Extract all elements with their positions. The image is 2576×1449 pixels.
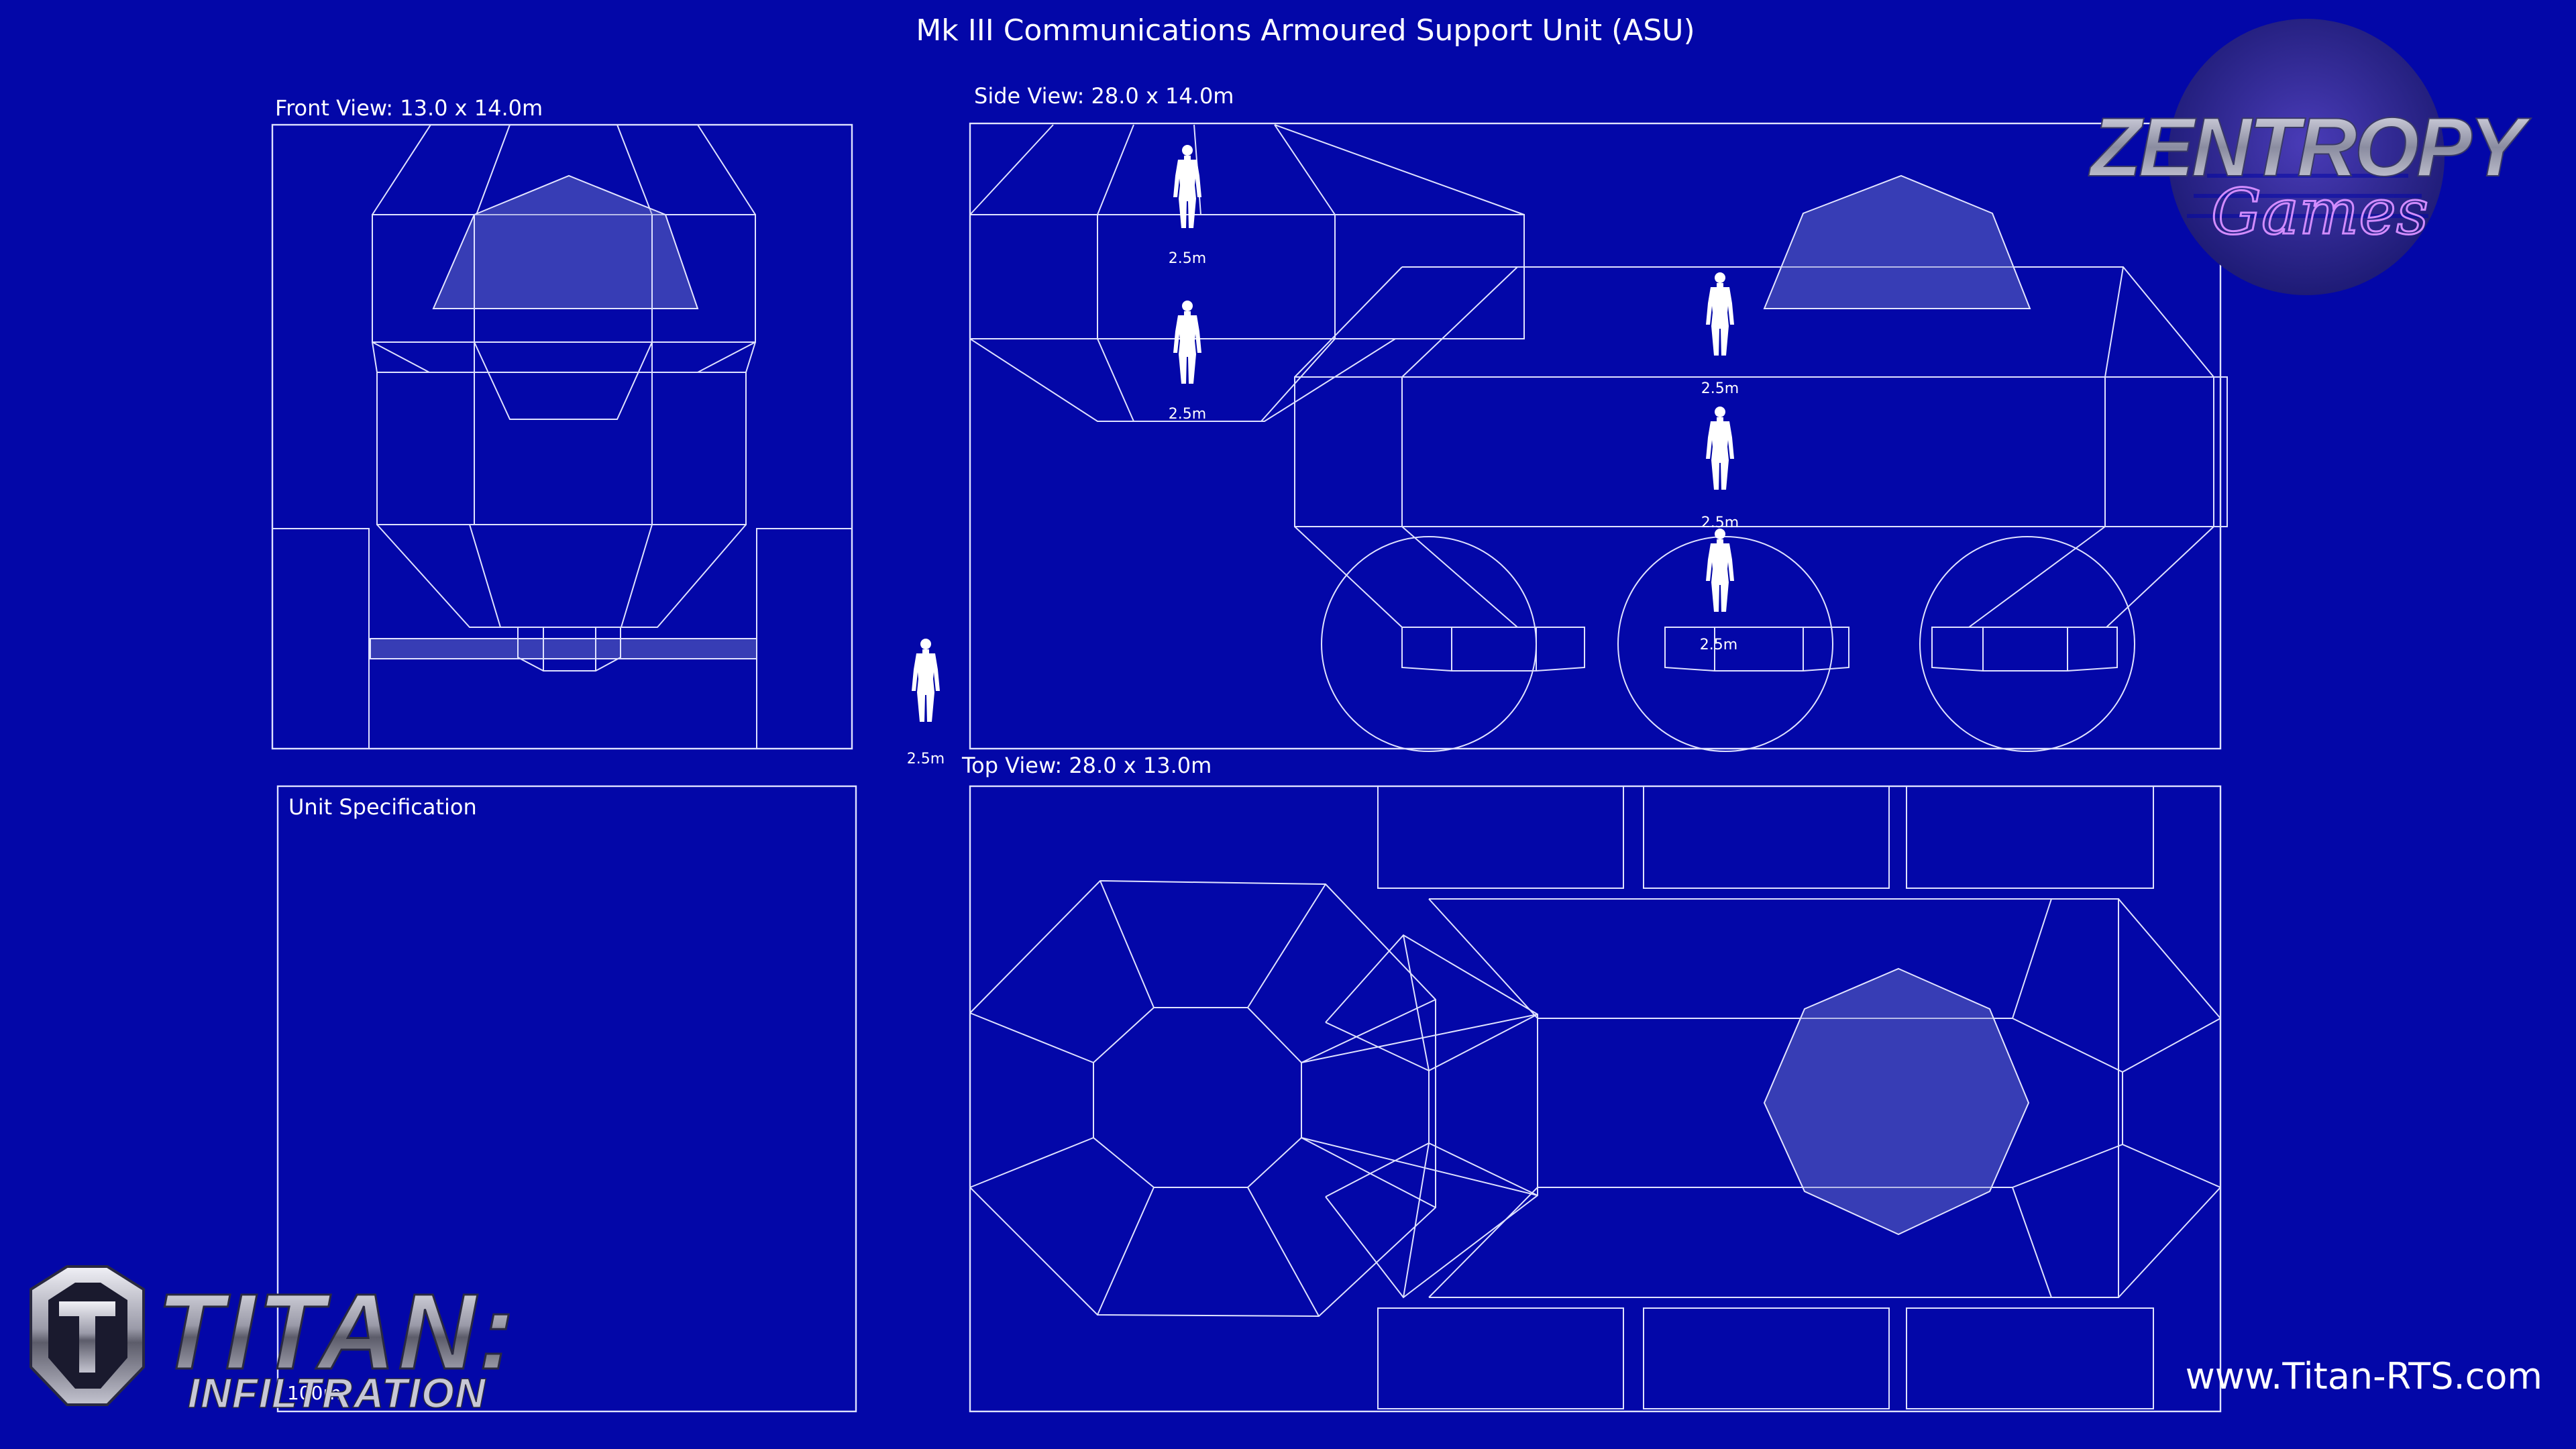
scale-figure: 2.5m	[1700, 529, 1737, 653]
scale-figure: 2.5m	[1169, 301, 1206, 423]
titan-logo-text: TITAN:	[157, 1271, 517, 1391]
titan-shield-icon	[30, 1265, 145, 1406]
scale-figure-label: 2.5m	[1701, 515, 1739, 531]
top-view	[969, 785, 2222, 1413]
scale-figure: 2.5m	[1169, 145, 1206, 267]
scale-figure: 2.5m	[907, 639, 945, 767]
scale-figure-label: 2.5m	[1700, 637, 1737, 653]
scale-figure: 2.5m	[1701, 272, 1739, 397]
scale-figure: 2.5m	[1701, 407, 1739, 531]
scale-figure-label: 2.5m	[1169, 406, 1206, 423]
unit-specification-panel: Unit Specification 100m	[276, 785, 857, 1413]
svg-text:ZENTROPY: ZENTROPY	[2088, 101, 2531, 194]
front-view-label: Front View: 13.0 x 14.0m	[275, 95, 543, 121]
spec-value: 100m	[287, 1382, 341, 1404]
side-view	[969, 122, 2228, 752]
zentropy-games-logo: ZENTROPY Games	[2088, 19, 2535, 295]
side-view-label: Side View: 28.0 x 14.0m	[974, 83, 1234, 109]
titan-infiltration-logo: TITAN: INFILTRATION	[30, 1265, 517, 1417]
infiltration-logo-text: INFILTRATION	[188, 1371, 486, 1417]
top-view-label: Top View: 28.0 x 13.0m	[961, 753, 1212, 778]
spec-title: Unit Specification	[288, 794, 477, 820]
svg-text:Games: Games	[2211, 176, 2428, 249]
scale-figure-label: 2.5m	[907, 751, 945, 767]
scale-figure-label: 2.5m	[1701, 380, 1739, 397]
website-link[interactable]: www.Titan-RTS.com	[2186, 1355, 2542, 1397]
scale-figure-label: 2.5m	[1169, 250, 1206, 267]
front-view	[271, 123, 853, 750]
page-title: Mk III Communications Armoured Support U…	[916, 13, 1695, 48]
